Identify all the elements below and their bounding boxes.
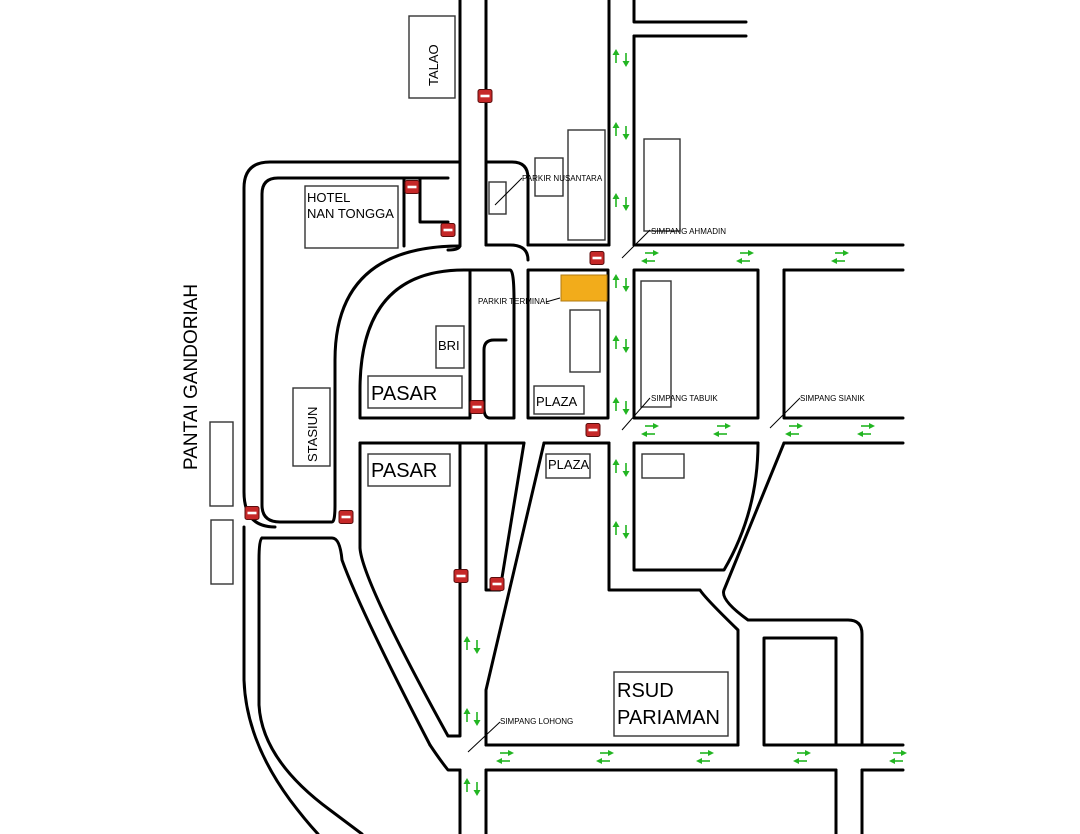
talao-label: TALAO [426, 44, 441, 86]
rsud-label-line2: PARIAMAN [617, 707, 720, 729]
no-entry-sign-icon [440, 223, 456, 237]
two-way-arrow-icon [611, 48, 631, 68]
building [643, 138, 681, 232]
two-way-arrow-icon [640, 422, 660, 438]
pantai-gandoriah-label: PANTAI GANDORIAH [181, 284, 202, 470]
two-way-arrow-icon [784, 422, 804, 438]
hotel-label-line2: NAN TONGGA [307, 206, 394, 221]
pasar-lower-box [367, 453, 451, 487]
buildings [209, 15, 729, 737]
simpang-sianik-label: SIMPANG SIANIK [800, 394, 865, 403]
rsud-label-line1: RSUD [617, 680, 674, 702]
stasiun-label: STASIUN [305, 407, 320, 462]
two-way-arrow-icon [830, 249, 850, 265]
plaza-lower-box [545, 453, 591, 479]
two-way-arrow-icon [611, 273, 631, 293]
no-entry-sign-icon [477, 89, 493, 103]
simpang-tabuik-label: SIMPANG TABUIK [651, 394, 718, 403]
no-entry-sign-icon [244, 506, 260, 520]
parkir-nusantara-box [488, 181, 507, 215]
parkir-nusantara-label: PARKIR NUSANTARA [522, 174, 603, 183]
stasiun-box [292, 387, 331, 467]
two-way-arrow-icon [611, 192, 631, 212]
no-entry-sign-icon [589, 251, 605, 265]
two-way-arrow-icon [495, 749, 515, 765]
plaza-lower-label: PLAZA [548, 457, 590, 472]
rsud-pariaman-box [613, 671, 729, 737]
parkir-terminal-area [560, 274, 608, 302]
no-entry-sign-icon [585, 423, 601, 437]
two-way-arrow-icon [611, 334, 631, 354]
two-way-arrow-icon [888, 749, 908, 765]
two-way-arrow-icon [611, 121, 631, 141]
pasar-lower-label: PASAR [371, 460, 437, 482]
hotel-nan-tongga-box [304, 185, 399, 249]
two-way-arrow-icon [595, 749, 615, 765]
two-way-arrow-icon [640, 249, 660, 265]
two-way-arrow-icon [856, 422, 876, 438]
simpang-lohong-label: SIMPANG LOHONG [500, 717, 573, 726]
hotel-label-line1: HOTEL [307, 190, 350, 205]
pasar-upper-box [367, 375, 463, 409]
two-way-arrow-icon [462, 777, 482, 797]
no-entry-sign-icon [453, 569, 469, 583]
no-entry-sign-icon [469, 400, 485, 414]
bri-box [435, 325, 465, 369]
map-labels: TALAO HOTEL NAN TONGGA PANTAI GANDORIAH … [181, 44, 865, 729]
leader-lines [467, 177, 801, 753]
two-way-arrow-icon [792, 749, 812, 765]
two-way-arrow-icon [462, 707, 482, 727]
two-way-arrow-icon [712, 422, 732, 438]
building [534, 157, 564, 197]
two-way-arrow-icon [462, 635, 482, 655]
building [641, 453, 685, 479]
no-entry-sign-icon [489, 577, 505, 591]
two-way-arrow-icon [695, 749, 715, 765]
pasar-upper-label: PASAR [371, 383, 437, 405]
no-entry-sign-icon [338, 510, 354, 524]
simpang-ahmadin-label: SIMPANG AHMADIN [651, 227, 726, 236]
bri-label: BRI [438, 338, 460, 353]
two-way-arrow-icon [611, 520, 631, 540]
parkir-terminal-label: PARKIR TERMINAL [478, 297, 550, 306]
no-entry-sign-icon [404, 180, 420, 194]
two-way-arrow-icon [611, 458, 631, 478]
two-way-arrow-icon [735, 249, 755, 265]
beach-structure [210, 519, 234, 585]
building [569, 309, 601, 373]
building [640, 280, 672, 408]
two-way-arrow-icon [611, 396, 631, 416]
plaza-upper-label: PLAZA [536, 394, 578, 409]
talao-box [408, 15, 456, 99]
beach-structure [209, 421, 234, 507]
plaza-upper-box [533, 385, 585, 415]
building [567, 129, 606, 241]
road-network [242, 0, 905, 834]
